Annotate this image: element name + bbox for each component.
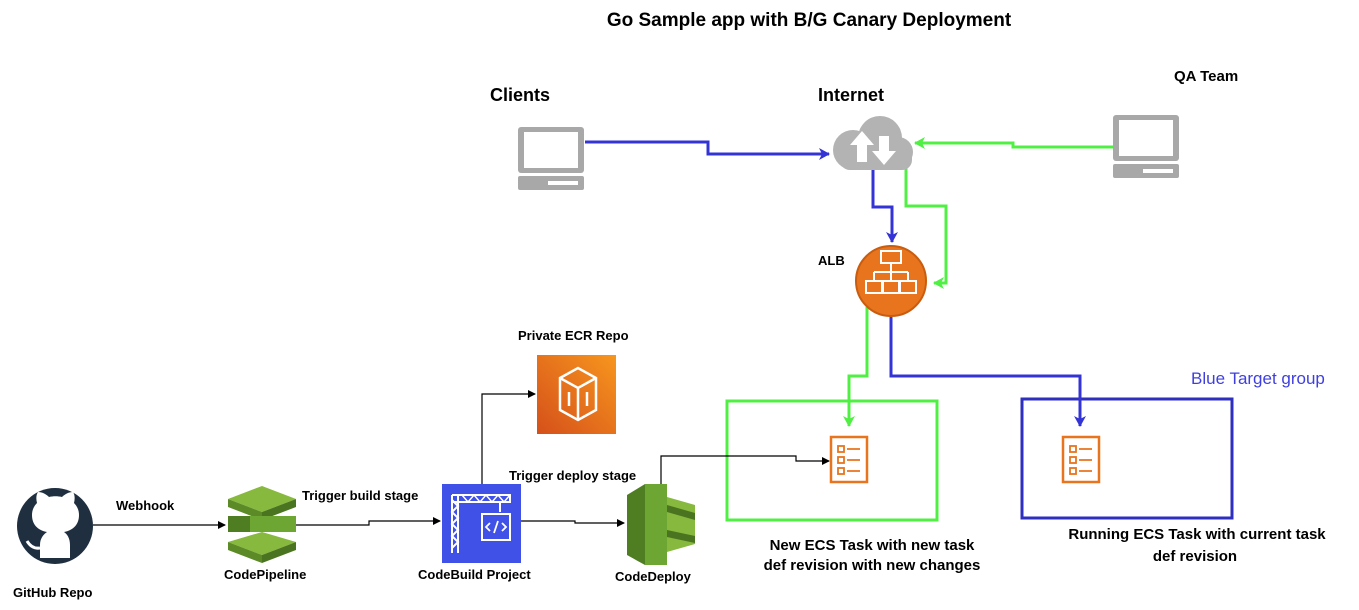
ecr-label: Private ECR Repo [518, 328, 629, 343]
codedeploy-label: CodeDeploy [615, 569, 692, 584]
clients-desktop-icon [518, 127, 584, 190]
clients-label: Clients [490, 85, 550, 105]
qa-team-desktop-icon [1113, 115, 1179, 178]
alb-label: ALB [818, 253, 845, 268]
trigger-build-connector [296, 517, 441, 526]
codepipeline-label: CodePipeline [224, 567, 306, 582]
qa-team-label: QA Team [1174, 68, 1238, 85]
build-to-ecr-connector [481, 390, 536, 484]
internet-to-alb-blue-connector [871, 170, 898, 243]
trigger-build-label: Trigger build stage [302, 488, 418, 503]
trigger-deploy-connector [521, 519, 625, 527]
github-label: GitHub Repo [13, 585, 92, 600]
deploy-to-new-task-connector [660, 455, 830, 484]
internet-cloud-icon [833, 116, 913, 170]
clients-to-internet-connector [585, 140, 830, 160]
blue-target-group-label: Blue Target group [1191, 369, 1325, 388]
codebuild-label: CodeBuild Project [418, 567, 531, 582]
diagram-title: Go Sample app with B/G Canary Deployment [607, 10, 1012, 31]
new-task-label-line1: New ECS Task with new task [770, 537, 975, 554]
codepipeline-icon [228, 486, 296, 563]
blue-target-group [1020, 397, 1234, 520]
codedeploy-icon [627, 484, 695, 565]
qa-to-internet-connector [914, 137, 1113, 149]
running-ecs-task-icon [1061, 435, 1101, 484]
codebuild-icon [442, 484, 521, 563]
alb-to-running-task-connector [889, 317, 1086, 427]
ecr-repository-icon [537, 355, 616, 434]
running-task-label-line1: Running ECS Task with current task [1068, 526, 1326, 543]
webhook-label: Webhook [116, 498, 175, 513]
new-task-label-line2: def revision with new changes [764, 557, 981, 574]
trigger-deploy-label: Trigger deploy stage [509, 468, 636, 483]
alb-to-new-task-connector [843, 307, 869, 427]
internet-label: Internet [818, 85, 884, 105]
github-icon [17, 488, 93, 564]
green-target-group [725, 399, 939, 522]
internet-to-alb-green-connector [904, 168, 948, 289]
alb-load-balancer-icon [855, 245, 927, 317]
running-task-label-line2: def revision [1153, 548, 1237, 565]
new-ecs-task-icon [829, 435, 869, 484]
